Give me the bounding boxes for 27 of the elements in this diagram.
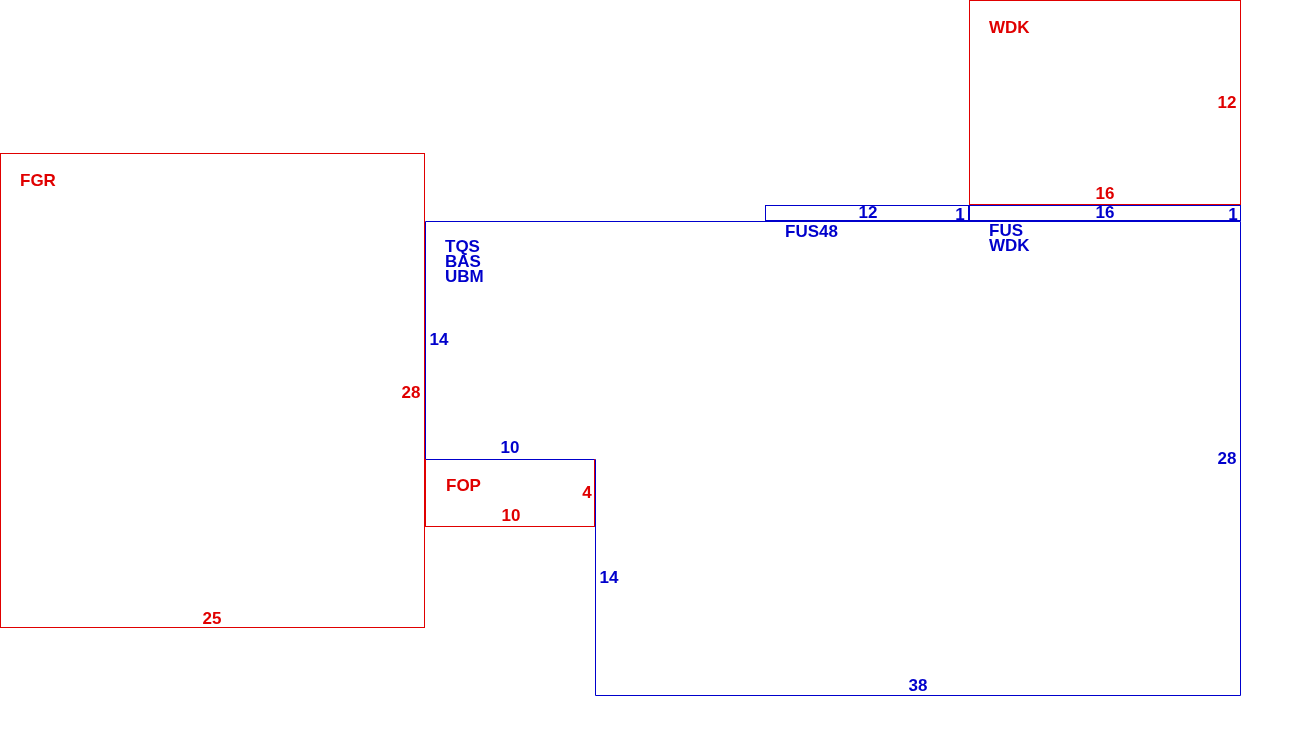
room-label: FUS WDK [989, 223, 1031, 253]
room-area [969, 205, 1241, 221]
dimension-label: 16 [1095, 184, 1115, 202]
dimension-label: 16 [1095, 203, 1115, 221]
dimension-label: 28 [401, 383, 421, 401]
room-label: FGR [20, 172, 56, 189]
dimension-label: 12 [858, 203, 878, 221]
room-label: FOP [446, 477, 481, 494]
dimension-label: 10 [501, 506, 521, 524]
dimension-label: 14 [599, 568, 619, 586]
dimension-label: 14 [429, 330, 449, 348]
dimension-label: 12 [1217, 93, 1237, 111]
room-area [969, 0, 1241, 205]
room-area [425, 459, 595, 527]
room-label: WDK [989, 19, 1030, 36]
dimension-label: 10 [500, 438, 520, 456]
dimension-label: 38 [908, 676, 928, 694]
room-area [0, 153, 425, 628]
dimension-label: 1 [1228, 205, 1238, 223]
dimension-label: 4 [582, 483, 592, 501]
room-label: FUS48 [785, 223, 838, 240]
room-label: TQS BAS UBM [445, 239, 485, 284]
room-area [425, 221, 1241, 696]
dimension-label: 1 [955, 205, 965, 223]
room-area [765, 205, 969, 221]
dimension-label: 25 [202, 609, 222, 627]
dimension-label: 28 [1217, 449, 1237, 467]
